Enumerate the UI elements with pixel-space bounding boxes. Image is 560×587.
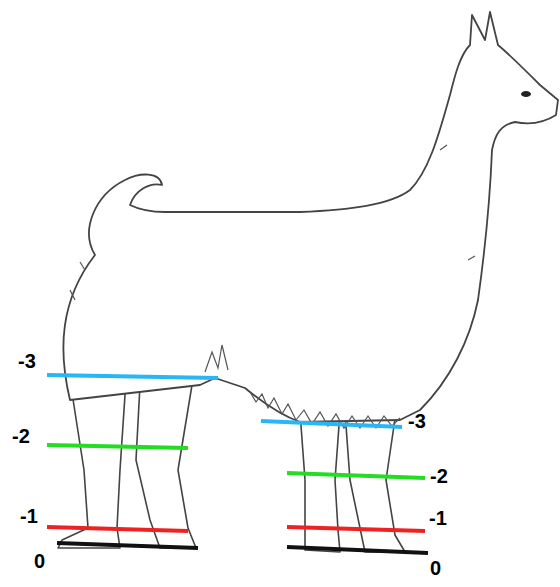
level-number: -3 — [18, 351, 36, 371]
level-number: 0 — [34, 551, 45, 571]
level-line — [287, 547, 428, 553]
level-line — [47, 527, 188, 531]
level-number: -3 — [408, 411, 426, 431]
level-number: -2 — [12, 426, 30, 446]
front-leg — [300, 412, 340, 552]
llama-body — [63, 12, 558, 422]
level-line — [47, 375, 218, 378]
level-line — [287, 473, 425, 478]
level-number: 0 — [430, 558, 441, 578]
fur-tufts — [70, 145, 475, 372]
level-number: -1 — [429, 508, 447, 528]
level-line — [261, 421, 402, 427]
level-number: -2 — [430, 466, 448, 486]
hind-leg — [136, 385, 196, 548]
level-line — [47, 445, 188, 448]
level-number: -1 — [20, 506, 38, 526]
llama-eye — [521, 91, 531, 97]
level-line — [57, 543, 198, 548]
level-lines — [47, 375, 428, 553]
hind-leg — [58, 380, 126, 548]
level-line — [287, 527, 425, 531]
